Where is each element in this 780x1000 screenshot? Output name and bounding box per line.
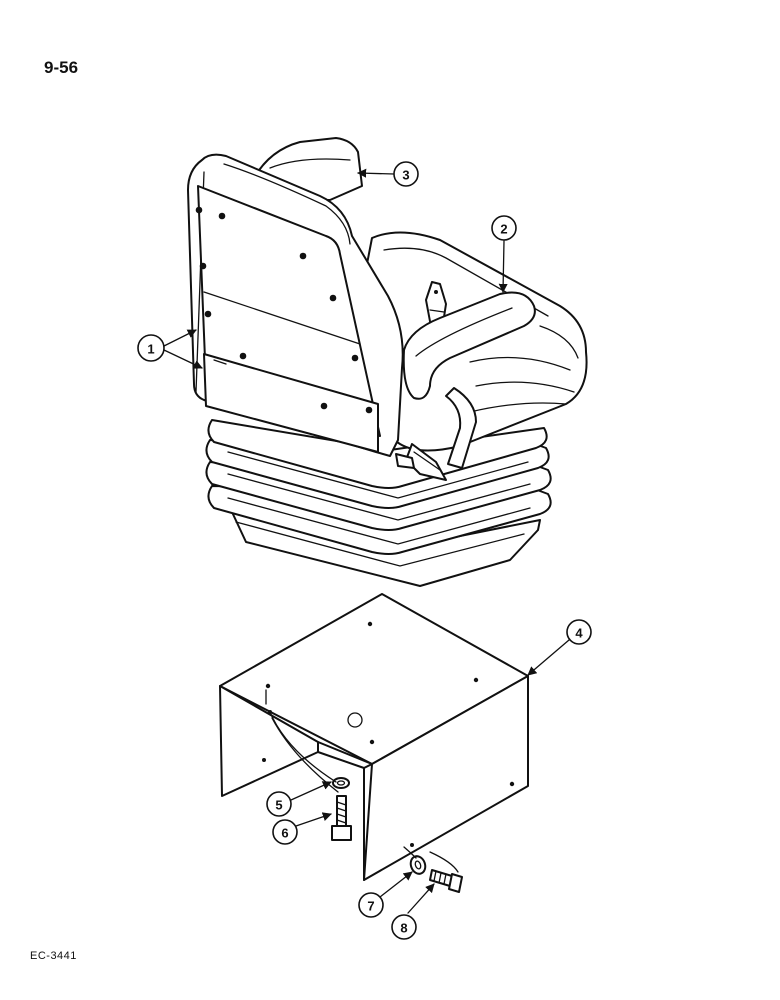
- callout-label: 3: [402, 168, 409, 183]
- figure-code: EC-3441: [30, 950, 77, 962]
- bolt-6: [331, 795, 352, 841]
- washer-5: [332, 777, 350, 789]
- armrest: [402, 291, 536, 469]
- bolt-8: [429, 869, 463, 893]
- callout-7: 7: [358, 892, 384, 918]
- seat-base-box: [219, 593, 529, 881]
- callout-label: 2: [500, 222, 507, 237]
- callout-5: 5: [266, 791, 292, 817]
- backrest-shell: [187, 153, 404, 457]
- callout-label: 4: [575, 626, 583, 641]
- callout-label: 1: [147, 342, 154, 357]
- callout-label: 8: [400, 921, 407, 936]
- callout-1: 1: [137, 334, 165, 362]
- lock-washer-7: [409, 855, 427, 875]
- callout-label: 5: [275, 798, 282, 813]
- backrest-bolts: [195, 206, 373, 414]
- callout-2: 2: [491, 215, 517, 241]
- callout-6: 6: [272, 819, 298, 845]
- callout-label: 7: [367, 899, 374, 914]
- callout-label: 6: [281, 826, 288, 841]
- callout-3: 3: [393, 161, 419, 187]
- page-number: 9-56: [44, 58, 79, 77]
- seat-belt-latch: [395, 443, 447, 481]
- callout-8: 8: [391, 914, 417, 940]
- leader-lines: [163, 168, 570, 914]
- callout-4: 4: [566, 619, 592, 645]
